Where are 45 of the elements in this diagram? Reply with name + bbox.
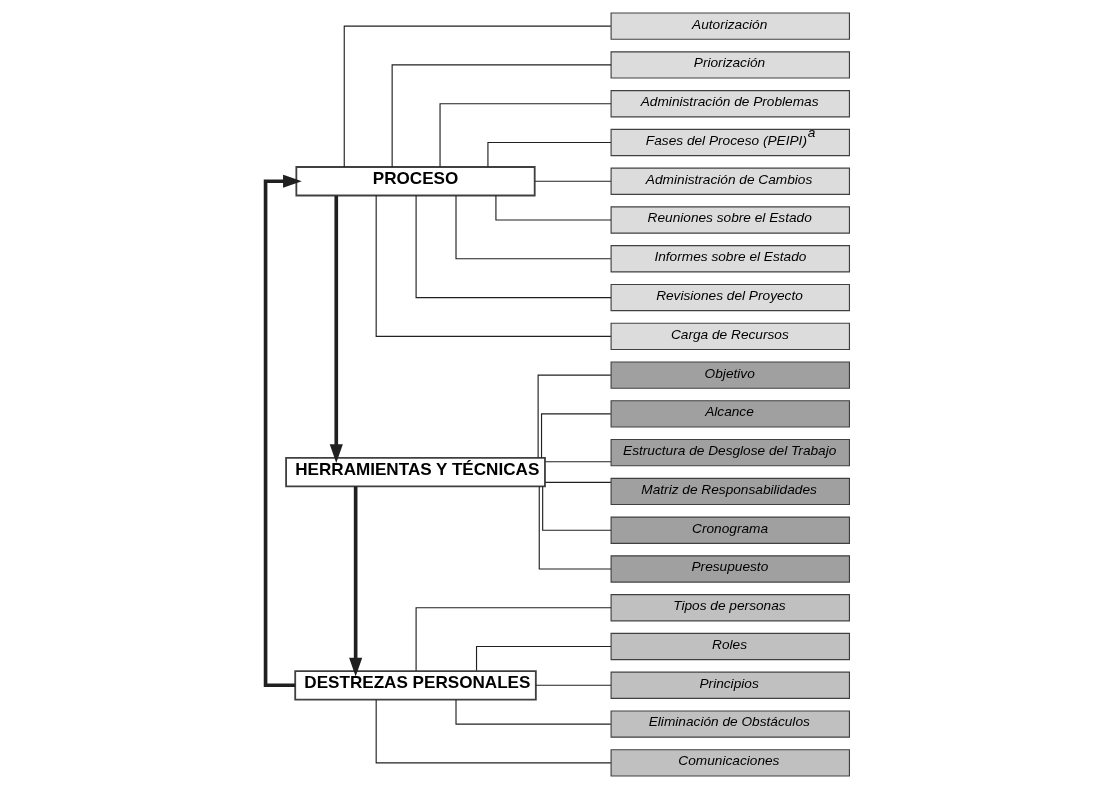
node-box: Principios [610,671,850,699]
node-box: Tipos de personas [610,594,850,622]
node-box: Administración de Problemas [610,90,850,118]
node-box: PROCESO [295,166,536,197]
connector [538,485,612,570]
connector [455,699,612,725]
node-box: Comunicaciones [610,749,850,777]
connector [535,684,612,686]
node-box: Estructura de Desglose del Trabajo [610,439,850,467]
connector [537,374,612,459]
node-box: HERRAMIENTAS Y TÉCNICAS [285,456,546,488]
node-box: Matriz de Responsabilidades [610,477,850,506]
node-box: Reuniones sobre el Estado [610,206,850,234]
connector [495,195,612,221]
connector [455,195,612,260]
connector [540,413,612,459]
connector [542,485,612,531]
connector [534,180,612,182]
connector [544,461,612,463]
connector [375,195,612,337]
node-box: Carga de Recursos [610,322,850,350]
node-box: Informes sobre el Estado [610,245,850,273]
node-box: Roles [610,632,850,661]
connector [439,103,612,168]
arrow [349,486,363,677]
node-box: DESTREZAS PERSONALES [294,670,537,701]
node-box: Eliminación de Obstáculos [610,710,850,738]
arrow [329,195,343,464]
connector [391,64,612,168]
connector [415,607,612,672]
connector [475,645,612,672]
connector [343,25,612,168]
connector [375,699,612,764]
node-box: Autorización [610,12,850,40]
node-box: Presupuesto [610,555,850,583]
node-box: Revisiones del Proyecto [610,283,850,312]
node-box: Cronograma [610,516,850,544]
node-box: Alcance [610,400,850,428]
node-box: Objetivo [610,361,850,389]
node-box: Administración de Cambios [610,167,850,195]
arrow [263,174,302,688]
connector [544,481,612,483]
connector [487,141,612,168]
node-box: Priorización [610,51,850,79]
connector [415,194,612,299]
